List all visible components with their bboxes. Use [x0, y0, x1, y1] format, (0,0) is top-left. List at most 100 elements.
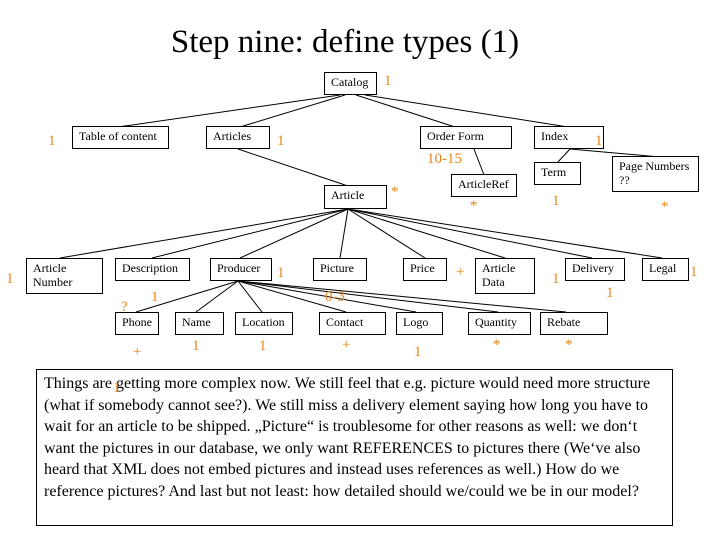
node-table-of-content: Table of content: [72, 126, 169, 149]
node-article-data-line2: Data: [482, 275, 505, 289]
node-contact: Contact: [319, 312, 386, 335]
mult-legal: 1: [690, 264, 698, 280]
mult-article-ref: *: [470, 198, 478, 214]
node-location: Location: [235, 312, 293, 335]
edge-catalog-index: [364, 94, 569, 128]
node-page-numbers-line2: ??: [619, 173, 630, 187]
mult-producer: 1: [277, 265, 285, 281]
mult-picture: 0-3: [325, 289, 345, 305]
mult-phone: +: [133, 344, 142, 360]
mult-article-number: 1: [6, 271, 14, 287]
node-catalog: Catalog: [324, 72, 377, 95]
node-article-data-line1: Article: [482, 261, 516, 275]
mult-quantity: *: [493, 337, 501, 353]
node-articles-label: Articles: [213, 129, 251, 143]
mult-price: +: [456, 264, 465, 280]
node-producer: Producer: [210, 258, 272, 281]
edge-producer-name: [195, 280, 239, 313]
mult-index: 1: [595, 133, 603, 149]
node-contact-label: Contact: [326, 315, 364, 329]
diagram-title: Step nine: define types (1): [170, 24, 520, 60]
node-name-label: Name: [182, 315, 211, 329]
node-picture: Picture: [313, 258, 367, 281]
edge-article-price: [347, 208, 426, 259]
mult-logo: 1: [414, 344, 422, 360]
node-article-ref-label: ArticleRef: [458, 177, 509, 191]
mult-name: 1: [192, 338, 200, 354]
node-delivery-label: Delivery: [572, 261, 614, 275]
node-description: Description: [115, 258, 190, 281]
node-phone: Phone: [115, 312, 159, 335]
node-index: Index: [534, 126, 604, 149]
node-location-label: Location: [242, 315, 285, 329]
mult-toc: 1: [48, 133, 56, 149]
mult-location: 1: [259, 338, 267, 354]
node-legal-label: Legal: [649, 261, 677, 275]
edge-producer-contact: [237, 280, 347, 313]
edge-article-articledata: [347, 208, 506, 259]
node-article-number: Article Number: [26, 258, 103, 294]
edge-index-pagenumbers: [569, 148, 661, 158]
node-order-form-label: Order Form: [427, 129, 484, 143]
explanation-note: Things are getting more complex now. We …: [36, 369, 673, 526]
edge-index-term: [556, 148, 571, 164]
node-legal: Legal: [642, 258, 689, 281]
node-order-form: Order Form: [420, 126, 512, 149]
node-quantity-label: Quantity: [475, 315, 517, 329]
node-rebate-label: Rebate: [547, 315, 581, 329]
edge-producer-quantity: [237, 280, 499, 313]
edge-producer-location: [237, 280, 263, 313]
mult-rebate: *: [565, 337, 573, 353]
node-phone-label: Phone: [122, 315, 152, 329]
edge-article-articlenumber: [59, 208, 349, 259]
mult-order-form: 10-15: [427, 151, 462, 167]
node-catalog-label: Catalog: [331, 75, 369, 89]
mult-description: 1: [151, 289, 159, 305]
mult-stray: 1: [113, 380, 121, 396]
node-name: Name: [175, 312, 224, 335]
mult-article-data: 1: [552, 271, 560, 287]
mult-delivery: 1: [606, 285, 614, 301]
node-price-label: Price: [410, 261, 435, 275]
mult-articles: 1: [277, 133, 285, 149]
edge-producer-rebate: [237, 280, 567, 313]
node-price: Price: [403, 258, 447, 281]
node-logo: Logo: [396, 312, 443, 335]
node-rebate: Rebate: [540, 312, 608, 335]
node-page-numbers-line1: Page Numbers: [619, 159, 690, 173]
node-producer-label: Producer: [217, 261, 261, 275]
node-description-label: Description: [122, 261, 178, 275]
edge-article-legal: [347, 208, 663, 259]
node-articles: Articles: [206, 126, 270, 149]
edge-articles-article: [237, 148, 349, 187]
node-article-data: Article Data: [475, 258, 535, 294]
edge-producer-logo: [237, 280, 417, 313]
node-logo-label: Logo: [403, 315, 429, 329]
edge-orderform-articleref: [473, 148, 485, 176]
node-toc-label: Table of content: [79, 129, 157, 143]
edge-article-picture: [339, 208, 349, 259]
mult-term: 1: [552, 193, 560, 209]
node-quantity: Quantity: [468, 312, 531, 335]
mult-phone-optional: ?: [121, 299, 128, 315]
mult-page-numbers: *: [661, 199, 669, 215]
edge-catalog-toc: [117, 94, 341, 128]
mult-article: *: [391, 184, 399, 200]
node-article-ref: ArticleRef: [451, 174, 517, 197]
edge-producer-phone: [135, 280, 239, 313]
mult-contact: +: [342, 337, 351, 353]
node-article: Article: [324, 185, 387, 209]
node-article-number-line1: Article: [33, 261, 67, 275]
node-article-label: Article: [331, 188, 365, 202]
edge-catalog-orderform: [355, 94, 456, 128]
node-index-label: Index: [541, 129, 569, 143]
node-page-numbers: Page Numbers ??: [612, 156, 699, 192]
node-article-number-line2: Number: [33, 275, 73, 289]
mult-catalog: 1: [384, 73, 392, 89]
node-picture-label: Picture: [320, 261, 354, 275]
node-term: Term: [534, 162, 581, 185]
edge-article-producer: [239, 208, 349, 259]
edge-article-delivery: [347, 208, 593, 259]
edge-catalog-articles: [239, 94, 346, 128]
